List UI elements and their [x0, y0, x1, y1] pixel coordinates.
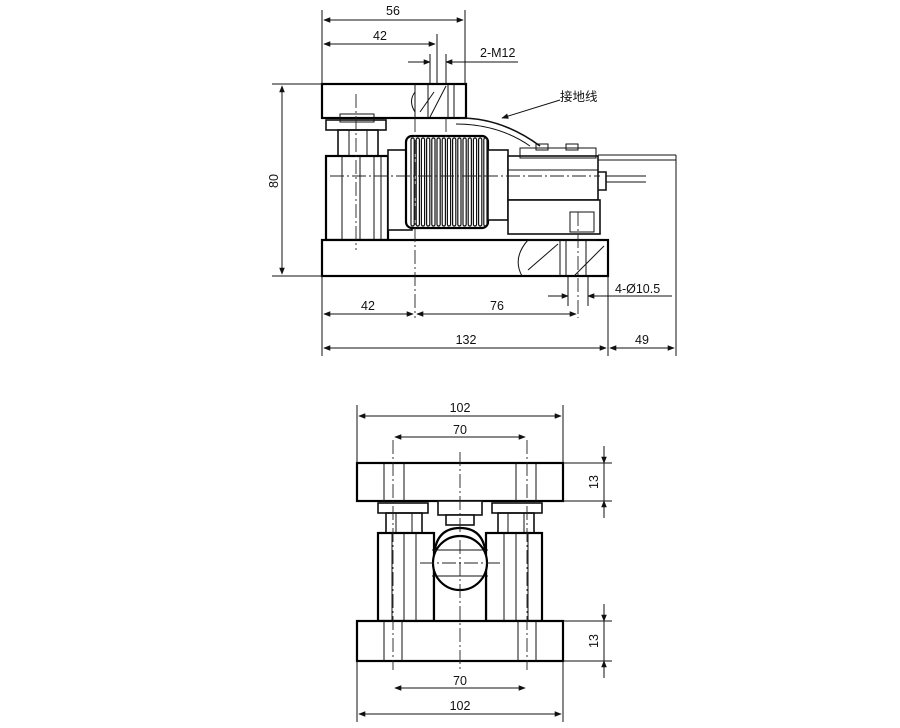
dim-76-text: 76: [490, 299, 504, 313]
dim-holes-text: 4-Ø10.5: [615, 282, 660, 296]
side-left-post: [324, 113, 390, 242]
front-right-post: [484, 502, 544, 623]
dim-56: 56: [321, 4, 466, 84]
side-view: 56 42 2-M12 接地线 80: [267, 4, 677, 356]
dim-thread-text: 2-M12: [480, 46, 515, 60]
coil-winding: [415, 137, 421, 227]
dim-70-top: 70: [394, 423, 526, 440]
coil-winding: [483, 137, 488, 227]
coil-winding: [420, 137, 426, 227]
dim-42-top-text: 42: [373, 29, 387, 43]
dim-102-bottom: 102: [356, 661, 564, 722]
dim-13-top-text: 13: [587, 475, 601, 489]
dim-70-bottom-text: 70: [453, 674, 467, 688]
front-left-post: [376, 502, 436, 623]
dim-80-text: 80: [267, 174, 281, 188]
side-top-plate: [320, 82, 468, 120]
coil-winding: [431, 137, 436, 227]
dim-13-top: 13: [563, 446, 612, 518]
coil-winding: [441, 137, 447, 227]
coil-winding: [467, 137, 473, 227]
coil-winding: [457, 137, 462, 227]
coil-winding: [446, 137, 452, 227]
coil-winding: [478, 137, 483, 227]
dim-13-base: 13: [563, 604, 612, 678]
dim-13-base-text: 13: [587, 634, 601, 648]
dim-49-text: 49: [635, 333, 649, 347]
coil-winding: [472, 137, 478, 227]
dim-56-text: 56: [386, 4, 400, 18]
coil-winding: [426, 137, 431, 227]
dim-holes: 4-Ø10.5: [548, 276, 672, 306]
side-ground-strap: [455, 99, 561, 147]
coil-winding: [462, 137, 467, 227]
dim-thread: 2-M12: [408, 46, 518, 84]
side-base-plate: [320, 238, 610, 278]
dim-102-top: 102: [356, 401, 564, 463]
dim-70-bottom: 70: [394, 674, 526, 691]
dim-70-top-text: 70: [453, 423, 467, 437]
dim-102-top-text: 102: [450, 401, 471, 415]
dim-132-text: 132: [456, 333, 477, 347]
coil-winding: [410, 137, 415, 227]
coil-winding: [452, 137, 457, 227]
dim-132-49: 132 49: [323, 160, 677, 356]
dim-80: 80: [267, 83, 322, 277]
side-load-cell: [387, 134, 677, 235]
front-view: 102 70 13 13 70: [355, 401, 612, 722]
dim-42-base-text: 42: [361, 299, 375, 313]
coil-winding: [436, 137, 441, 227]
dim-102-bottom-text: 102: [450, 699, 471, 713]
dim-42-top: 42: [323, 29, 438, 84]
ground-label: 接地线: [560, 89, 598, 104]
dim-42-76: 42 76: [321, 276, 577, 356]
